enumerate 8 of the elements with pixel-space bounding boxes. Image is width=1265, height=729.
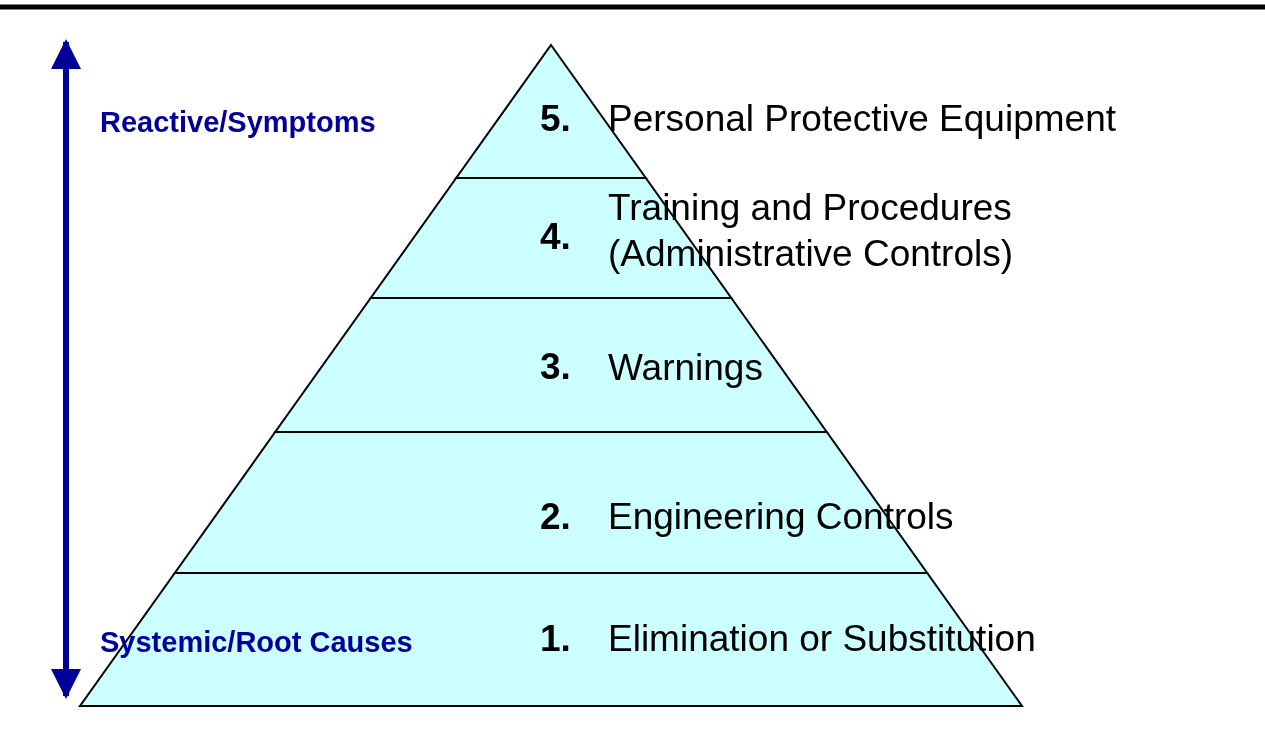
tier-label: Personal Protective Equipment: [608, 97, 1116, 141]
axis-label: Reactive/Symptoms: [100, 106, 376, 139]
tier-number: 2.: [540, 495, 571, 539]
tier-number: 4.: [540, 215, 571, 259]
tier-label: Warnings: [608, 346, 763, 390]
tier-number: 1.: [540, 617, 571, 661]
tier-number: 3.: [540, 345, 571, 389]
tier-number: 5.: [540, 97, 571, 141]
